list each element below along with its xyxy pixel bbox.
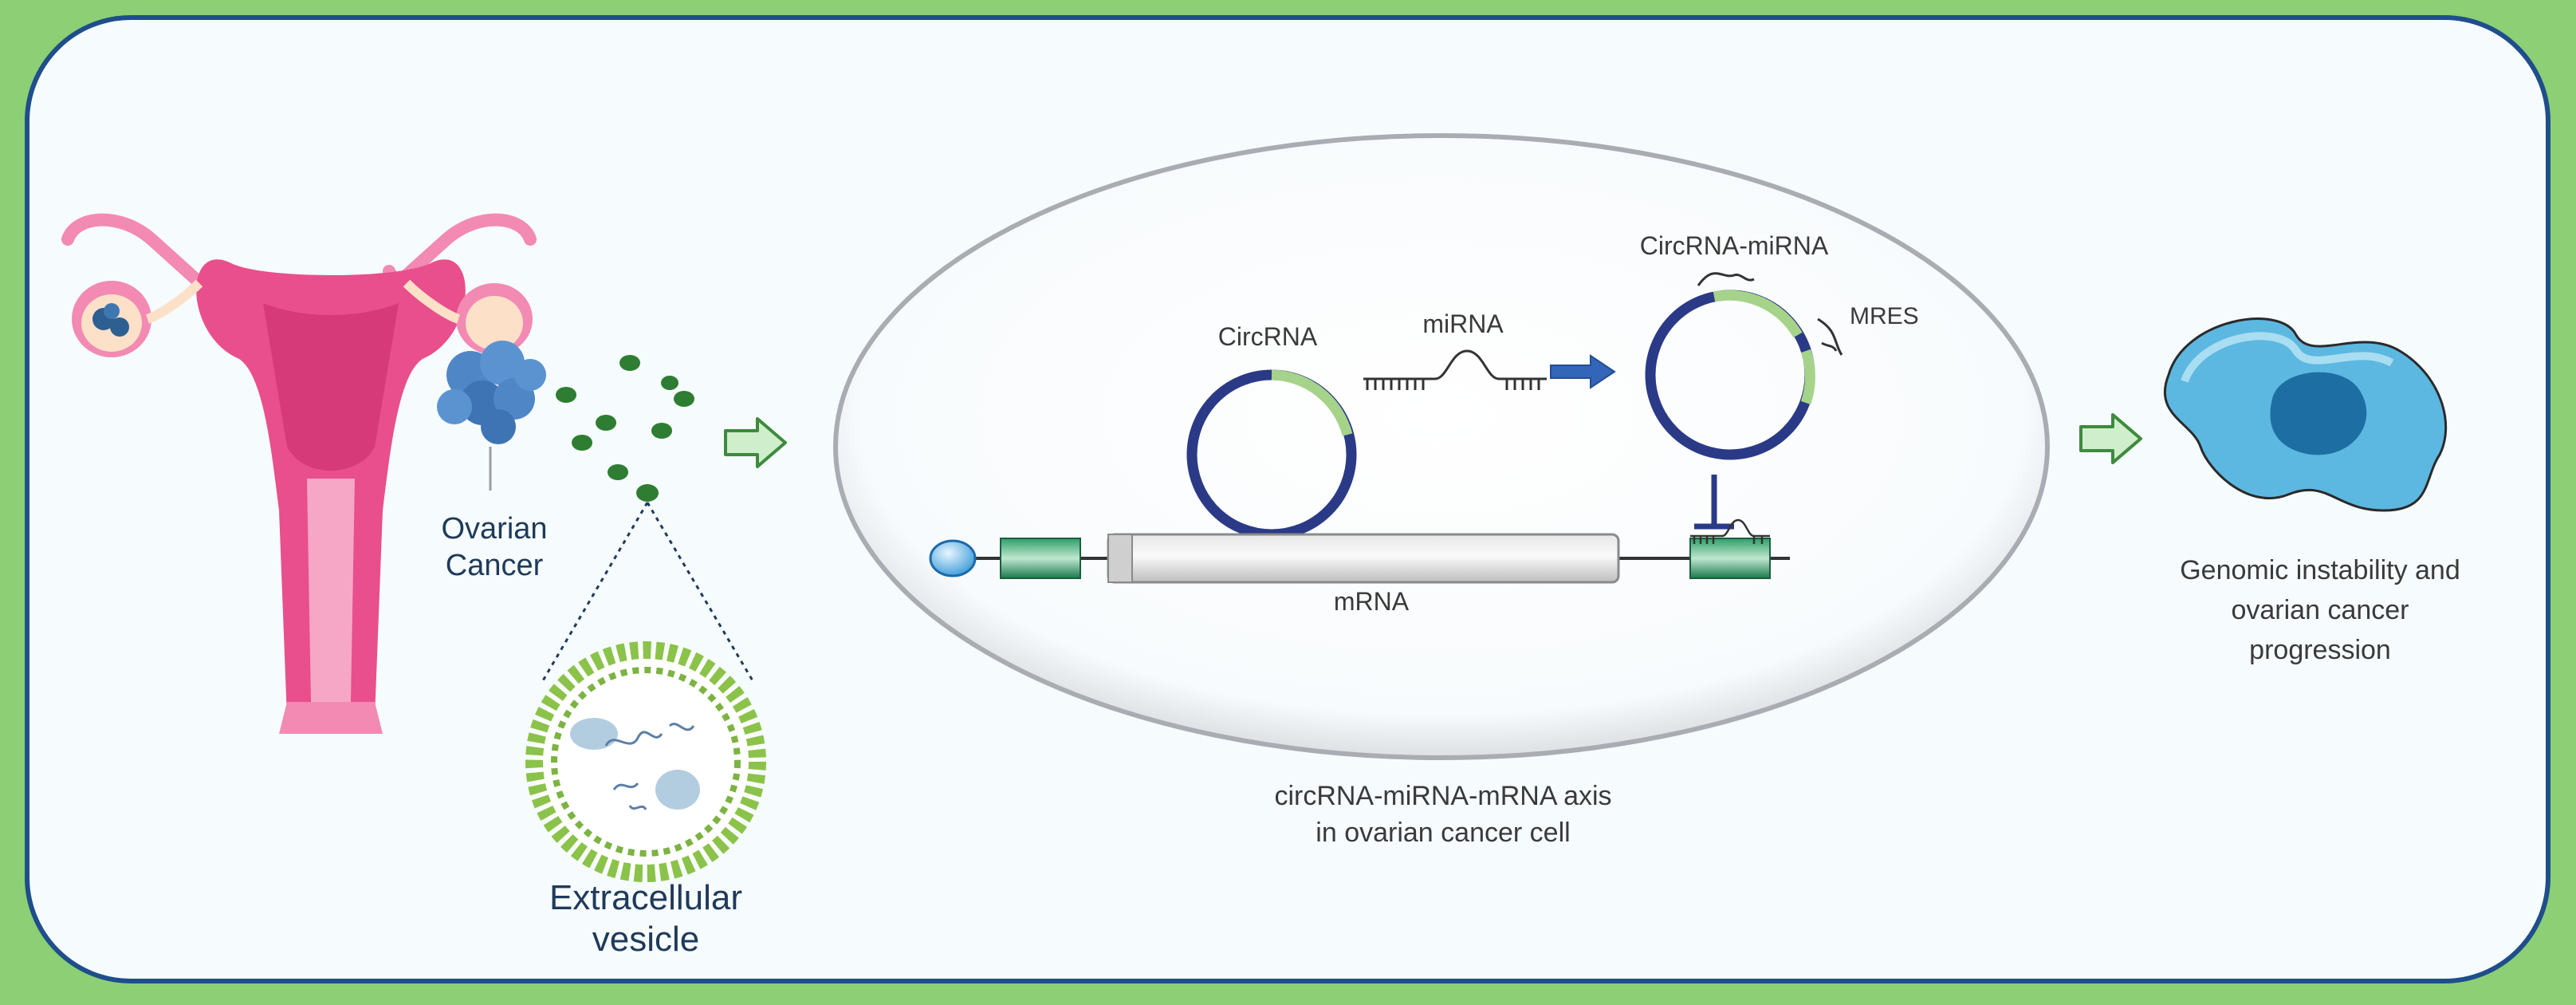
binding-arrow [1550,354,1616,389]
axis-caption-line-1: circRNA-miRNA-mRNA axis [1274,781,1612,811]
arrow-to-cell [724,417,787,468]
mres-label: MRES [1850,303,1919,329]
mrna-structure [929,518,1790,584]
outcome-line-2: ovarian cancer [2231,595,2409,625]
outcome-line-1: Genomic instability and [2180,555,2460,585]
arrow-to-outcome [2079,413,2142,464]
axis-caption: circRNA-miRNA-mRNA axis in ovarian cance… [1196,778,1690,851]
ovarian-cancer-line-2: Cancer [445,549,544,582]
ovarian-cancer-line-1: Ovarian [441,512,548,546]
inhibition-symbol [1694,475,1734,530]
vesicle-dots [556,355,694,502]
cancer-cell-illustration [2163,317,2448,512]
extracellular-vesicle-label: Extracellular vesicle [510,877,781,960]
mrna-label: mRNA [1333,587,1410,616]
uterus-illustration [61,213,537,734]
extracellular-vesicle-line-2: vesicle [592,920,700,959]
cell-ellipse [833,133,2050,760]
circrna-label: CircRNA [1217,322,1318,351]
extracellular-vesicle-line-1: Extracellular [549,878,743,917]
mirna-label: miRNA [1422,309,1504,338]
extracellular-vesicle-enlarged [525,641,766,882]
circrna-mirna-label: CircRNA-miRNA [1639,231,1829,260]
outcome-line-3: progression [2249,635,2391,665]
ovarian-tumor [437,341,546,491]
axis-caption-line-2: in ovarian cancer cell [1316,818,1571,848]
circrna-mirna-ring [1645,272,1843,460]
outcome-label: Genomic instability and ovarian cancer p… [2137,550,2503,670]
ovarian-cancer-label: Ovarian Cancer [415,510,574,584]
mirna-glyph [1363,349,1547,390]
